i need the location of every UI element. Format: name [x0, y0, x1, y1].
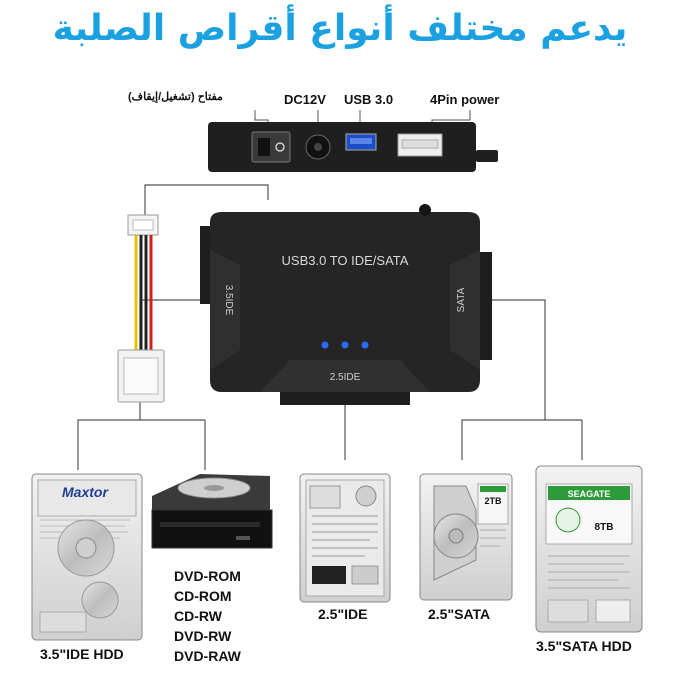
- media-item: DVD-RW: [174, 628, 232, 644]
- connection-lines: [77, 184, 583, 470]
- adapter-title: USB3.0 TO IDE/SATA: [282, 253, 409, 268]
- ide35-caption: 3.5"IDE HDD: [40, 646, 124, 662]
- ide25-hdd: [299, 473, 391, 603]
- adapter-right-port-label: SATA: [456, 287, 467, 312]
- adapter-end-view: [208, 122, 498, 172]
- ide25-caption: 2.5"IDE: [318, 606, 368, 622]
- switch-label: مفتاح (تشغيل/إيقاف): [128, 91, 223, 103]
- adapter-bottom-port-label: 2.5IDE: [330, 372, 361, 383]
- headline: يدعم مختلف أنواع أقراص الصلبة: [52, 8, 628, 49]
- ide35-hdd: Maxtor: [31, 473, 143, 641]
- media-item: CD-RW: [174, 608, 222, 624]
- sata25-capacity: 2TB: [484, 496, 502, 506]
- led-1: [321, 341, 329, 349]
- sata35-capacity: 8TB: [595, 522, 614, 533]
- optical-drive: [151, 474, 273, 549]
- media-item: DVD-ROM: [174, 568, 241, 584]
- media-item: DVD-RAW: [174, 648, 241, 664]
- led-3: [361, 341, 369, 349]
- sata35-caption: 3.5"SATA HDD: [536, 638, 632, 654]
- molex-cable: [117, 214, 165, 403]
- sata25-hdd: 2TB: [419, 473, 513, 601]
- led-2: [341, 341, 349, 349]
- usb3-label: USB 3.0: [344, 92, 394, 107]
- adapter-left-port-label: 3.5IDE: [223, 285, 234, 316]
- sata35-hdd: SEAGATE 8TB: [535, 465, 643, 633]
- dc12v-label: DC12V: [284, 92, 326, 107]
- seagate-brand: SEAGATE: [568, 489, 611, 499]
- maxtor-logo-text: Maxtor: [62, 484, 109, 500]
- 4pin-power-label: 4Pin power: [430, 92, 500, 107]
- sata25-caption: 2.5"SATA: [428, 606, 491, 622]
- media-item: CD-ROM: [174, 588, 232, 604]
- line-to-molex: [144, 184, 269, 215]
- optical-media-list: DVD-ROM CD-ROM CD-RW DVD-RW DVD-RAW: [174, 566, 241, 666]
- adapter-body: USB3.0 TO IDE/SATA 3.5IDE SATA 2.5IDE: [200, 204, 492, 405]
